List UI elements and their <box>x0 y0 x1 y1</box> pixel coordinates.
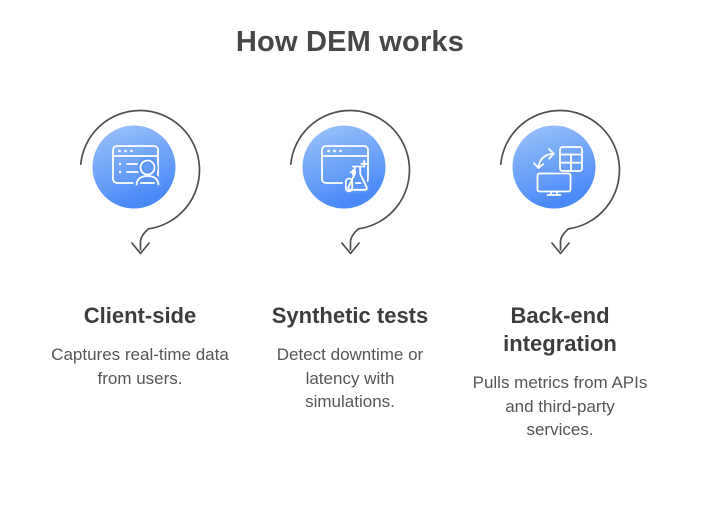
sync-monitor-icon <box>533 146 583 196</box>
gradient-circle <box>302 125 386 209</box>
step-column-synthetic-tests: Synthetic tests Detect downtime or laten… <box>245 104 455 442</box>
step-heading: Synthetic tests <box>271 303 429 328</box>
step-description: Pulls metrics from APIs and third-party … <box>472 373 648 439</box>
browser-user-icon <box>112 145 162 188</box>
gradient-circle <box>512 125 596 209</box>
gradient-circle <box>92 125 176 209</box>
browser-flask-icon <box>321 145 370 195</box>
step-description: Captures real-time data from users. <box>51 345 229 388</box>
step-figure <box>289 109 411 255</box>
loop-arrow-icon <box>79 109 201 255</box>
loop-arrow-icon <box>289 109 411 255</box>
step-column-client-side: Client-side Captures real-time data from… <box>35 104 245 442</box>
steps-row: Client-side Captures real-time data from… <box>35 104 665 442</box>
step-figure <box>79 109 201 255</box>
step-column-backend-integration: Back-end integration Pulls metrics from … <box>455 104 665 442</box>
page-title: How DEM works <box>235 26 465 58</box>
step-description: Detect downtime or latency with simulati… <box>276 345 424 411</box>
step-figure <box>499 109 621 255</box>
step-heading: Back-end integration <box>503 303 617 356</box>
step-heading: Client-side <box>83 303 197 328</box>
loop-arrow-icon <box>499 109 621 255</box>
